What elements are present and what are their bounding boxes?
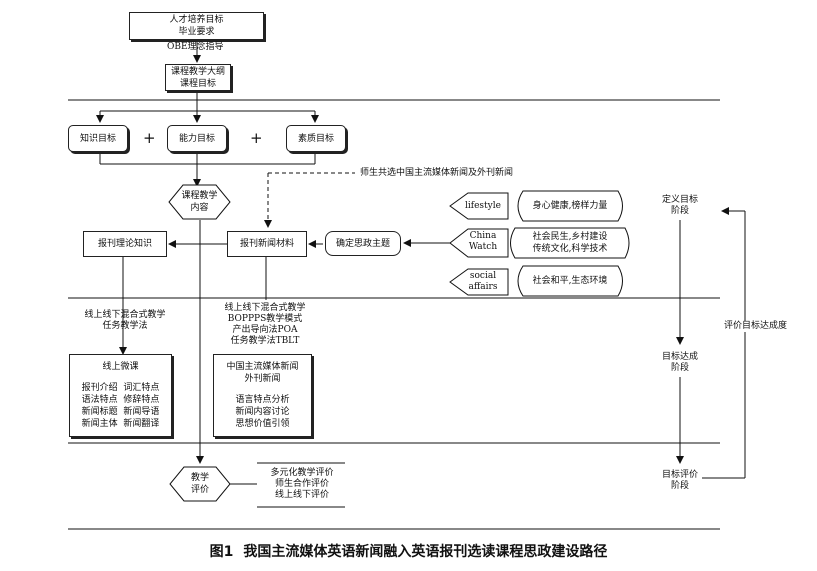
define-stage-line-1: 定义目标 <box>661 195 698 205</box>
selection-label: 师生共选中国主流媒体新闻及外刊新闻 <box>360 168 514 178</box>
content-hexagon <box>168 184 231 220</box>
source-tag-shape-1 <box>449 192 509 220</box>
materials-label: 报刊新闻材料 <box>239 239 294 249</box>
evaluate-stage-line-2: 阶段 <box>670 481 689 491</box>
eval-hex-label: 教学 评价 <box>170 472 230 496</box>
quality-objective-box: 素质目标 <box>286 125 346 152</box>
theme-shape-2 <box>510 227 630 259</box>
theme-1: 身心健康,榜样力量 <box>515 200 625 212</box>
theme-shape-1 <box>517 190 623 222</box>
goal-line-1: 人才培养目标 <box>169 15 224 25</box>
left-method-line-1: 线上线下混合式教学 <box>84 310 166 320</box>
obe-label: OBE理念指导 <box>167 42 224 52</box>
news-top-1: 中国主流媒体新闻 <box>226 362 299 372</box>
content-hex-line-2: 内容 <box>190 203 209 213</box>
source-tag-3-line-2: affairs <box>468 282 498 292</box>
theme-2-line-2: 传统文化,科学技术 <box>532 244 608 254</box>
news-bottom-3: 思想价值引领 <box>235 419 290 429</box>
left-method-line-2: 任务教学法 <box>102 321 148 331</box>
online-row-4: 新闻主体 新闻翻译 <box>81 419 160 429</box>
online-row-2: 语法特点 修辞特点 <box>81 395 160 405</box>
define-stage: 定义目标 阶段 <box>648 195 712 217</box>
content-hex-label: 课程教学 内容 <box>169 190 230 214</box>
news-bottom-2: 新闻内容讨论 <box>235 407 290 417</box>
left-method: 线上线下混合式教学 任务教学法 <box>70 310 180 332</box>
evaluate-stage-line-1: 目标评价 <box>661 470 698 480</box>
eval-hex-line-1: 教学 <box>190 473 209 483</box>
mid-method: 线上线下混合式教学 BOPPPS教学模式 产出导向法POA 任务教学法TBLT <box>205 303 325 347</box>
eval-list-1: 多元化教学评价 <box>270 468 334 478</box>
materials-box: 报刊新闻材料 <box>227 231 307 257</box>
news-bottom-1: 语言特点分析 <box>235 395 290 405</box>
achieve-stage: 目标达成 阶段 <box>648 352 712 374</box>
achieve-stage-line-1: 目标达成 <box>661 352 698 362</box>
eval-list: 多元化教学评价 师生合作评价 线上线下评价 <box>258 468 346 501</box>
quality-objective-label: 素质目标 <box>297 133 334 144</box>
online-title: 线上微课 <box>102 362 139 372</box>
knowledge-objective-label: 知识目标 <box>79 133 116 144</box>
content-hex-line-1: 课程教学 <box>181 191 218 201</box>
theme-label: 确定思政主题 <box>335 238 390 249</box>
source-tag-2: China Watch <box>458 231 508 253</box>
source-tag-1-line-1: lifestyle <box>465 201 501 211</box>
source-tag-3-line-1: social <box>469 271 497 281</box>
source-tag-1: lifestyle <box>458 200 508 212</box>
theme-2-line-1: 社会民生,乡村建设 <box>532 232 608 242</box>
ability-objective-box: 能力目标 <box>167 125 227 152</box>
mid-method-line-1: 线上线下混合式教学 <box>224 303 306 313</box>
mid-method-line-2: BOPPPS教学模式 <box>227 314 303 324</box>
theory-label: 报刊理论知识 <box>97 239 152 249</box>
goal-box: 人才培养目标 毕业要求 <box>129 12 264 40</box>
knowledge-objective-box: 知识目标 <box>68 125 128 152</box>
theory-box: 报刊理论知识 <box>83 231 167 257</box>
news-box: 中国主流媒体新闻 外刊新闻 语言特点分析 新闻内容讨论 思想价值引领 <box>213 354 312 437</box>
mid-method-line-3: 产出导向法POA <box>232 325 298 335</box>
syllabus-line-2: 课程目标 <box>179 78 216 89</box>
figure-number: 图1 <box>209 544 234 560</box>
evaluate-stage: 目标评价 阶段 <box>648 470 712 492</box>
online-box: 线上微课 报刊介绍 词汇特点 语法特点 修辞特点 新闻标题 新闻导语 新闻主体 … <box>69 354 172 437</box>
theme-shape-3 <box>517 265 623 297</box>
goal-line-2: 毕业要求 <box>178 27 215 37</box>
achieve-stage-line-2: 阶段 <box>670 363 689 373</box>
eval-list-2: 师生合作评价 <box>274 479 329 489</box>
loop-label: 评价目标达成度 <box>722 321 790 332</box>
define-stage-line-2: 阶段 <box>670 206 689 216</box>
online-row-1: 报刊介绍 词汇特点 <box>81 383 160 393</box>
plus-sign-1: + <box>143 129 156 147</box>
source-tag-shape-2 <box>449 228 509 258</box>
eval-list-3: 线上线下评价 <box>274 490 329 500</box>
online-row-3: 新闻标题 新闻导语 <box>81 407 160 417</box>
figure-caption: 图1 我国主流媒体英语新闻融入英语报刊选读课程思政建设路径 <box>0 541 817 561</box>
ability-objective-label: 能力目标 <box>178 133 215 144</box>
eval-hexagon <box>169 466 231 502</box>
source-tag-2-line-1: China <box>469 231 497 241</box>
plus-sign-2: + <box>250 129 263 147</box>
source-tag-3: social affairs <box>458 271 508 293</box>
theme-3: 社会和平,生态环境 <box>515 275 625 287</box>
theme-2: 社会民生,乡村建设 传统文化,科学技术 <box>508 231 632 255</box>
syllabus-box: 课程教学大纲 课程目标 <box>165 64 231 91</box>
figure-title: 我国主流媒体英语新闻融入英语报刊选读课程思政建设路径 <box>243 544 608 560</box>
mid-method-line-4: 任务教学法TBLT <box>230 336 300 346</box>
theme-box: 确定思政主题 <box>325 231 401 256</box>
source-tag-2-line-2: Watch <box>468 242 498 252</box>
eval-hex-line-2: 评价 <box>190 485 209 495</box>
news-top-2: 外刊新闻 <box>244 374 281 384</box>
syllabus-line-1: 课程教学大纲 <box>170 66 225 77</box>
theme-1-line-1: 身心健康,榜样力量 <box>532 201 608 211</box>
theme-3-line-1: 社会和平,生态环境 <box>532 276 608 286</box>
source-tag-shape-3 <box>449 268 509 296</box>
